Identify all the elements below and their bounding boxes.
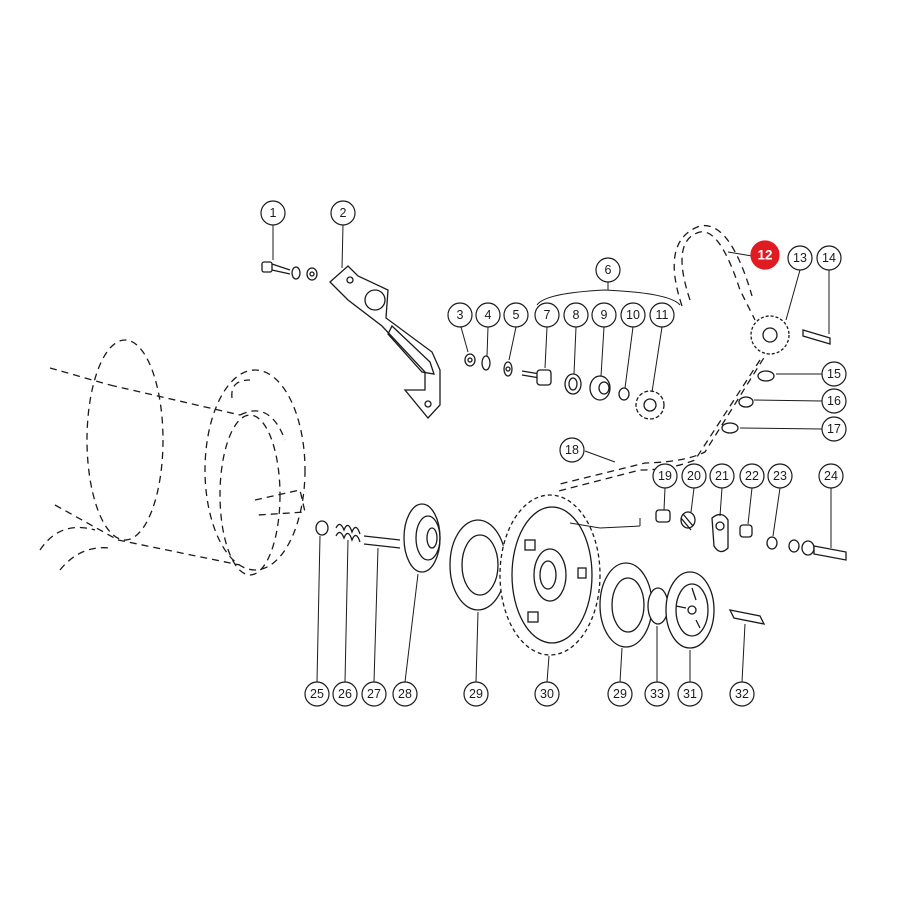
callout-17: 17 (821, 416, 847, 442)
svg-text:32: 32 (735, 687, 749, 701)
svg-text:20: 20 (687, 469, 701, 483)
svg-text:10: 10 (626, 308, 640, 322)
callout-1: 1 (260, 200, 286, 226)
part-friction-disc-29-right (599, 562, 653, 648)
part-sprocket-13 (750, 315, 790, 355)
svg-text:17: 17 (827, 422, 841, 436)
callout-3: 3 (447, 302, 473, 328)
callout-8: 8 (563, 302, 589, 328)
svg-text:29: 29 (613, 687, 627, 701)
callout-29-left: 29 (463, 681, 489, 707)
callout-21: 21 (709, 463, 735, 489)
shaft-housing-outline (39, 339, 306, 576)
svg-text:3: 3 (457, 308, 464, 322)
part-flange-28 (403, 503, 441, 573)
svg-text:31: 31 (683, 687, 697, 701)
leader-lines (272, 224, 832, 683)
svg-text:19: 19 (658, 469, 672, 483)
svg-text:2: 2 (340, 206, 347, 220)
callout-25: 25 (304, 681, 330, 707)
parts-pivot-19-24 (655, 509, 847, 561)
svg-text:23: 23 (773, 469, 787, 483)
svg-text:25: 25 (310, 687, 324, 701)
callout-10: 10 (620, 302, 646, 328)
svg-text:24: 24 (824, 469, 838, 483)
callout-33: 33 (644, 681, 670, 707)
callout-16: 16 (821, 388, 847, 414)
callout-7: 7 (534, 302, 560, 328)
callout-28: 28 (392, 681, 418, 707)
svg-text:15: 15 (827, 367, 841, 381)
svg-text:13: 13 (793, 251, 807, 265)
svg-text:33: 33 (650, 687, 664, 701)
svg-text:26: 26 (338, 687, 352, 701)
callout-12-highlighted: 12 (750, 240, 780, 270)
svg-text:12: 12 (757, 248, 772, 263)
svg-text:30: 30 (540, 687, 554, 701)
callout-26: 26 (332, 681, 358, 707)
callout-29-right: 29 (607, 681, 633, 707)
svg-text:1: 1 (270, 206, 277, 220)
callout-14: 14 (816, 245, 842, 271)
callout-23: 23 (767, 463, 793, 489)
part-bolt-1 (261, 261, 318, 281)
part-key-32 (728, 609, 766, 625)
part-key-14 (802, 329, 831, 345)
part-bracket-2 (329, 265, 441, 419)
svg-text:14: 14 (822, 251, 836, 265)
parts-nut-spring-stud-25-27 (315, 520, 401, 549)
svg-text:11: 11 (656, 308, 669, 322)
svg-text:4: 4 (485, 308, 492, 322)
parts-idler-7-11 (521, 369, 665, 420)
svg-text:16: 16 (827, 394, 841, 408)
callout-31: 31 (677, 681, 703, 707)
callout-6: 6 (595, 257, 621, 283)
callout-24: 24 (818, 463, 844, 489)
svg-text:5: 5 (513, 308, 520, 322)
svg-text:21: 21 (715, 469, 729, 483)
svg-text:9: 9 (601, 308, 608, 322)
callout-27: 27 (361, 681, 387, 707)
svg-text:29: 29 (469, 687, 483, 701)
svg-text:7: 7 (544, 308, 551, 322)
callout-9: 9 (591, 302, 617, 328)
callout-20: 20 (681, 463, 707, 489)
svg-text:8: 8 (573, 308, 580, 322)
callout-4: 4 (475, 302, 501, 328)
part-chain-12 (673, 224, 756, 321)
callout-18: 18 (559, 437, 585, 463)
part-sprocket-30 (499, 494, 641, 656)
part-spacer-33 (647, 587, 669, 625)
callout-15: 15 (821, 361, 847, 387)
parts-chain-links-15-17 (721, 370, 775, 434)
parts-nut-washers-3-5 (464, 353, 513, 377)
svg-text:18: 18 (565, 443, 579, 457)
callout-11: 11 (649, 302, 675, 328)
svg-text:6: 6 (605, 263, 612, 277)
svg-text:28: 28 (398, 687, 412, 701)
part-hub-31 (665, 571, 715, 649)
callout-30: 30 (534, 681, 560, 707)
callout-2: 2 (330, 200, 356, 226)
svg-text:27: 27 (367, 687, 381, 701)
svg-text:22: 22 (745, 469, 759, 483)
callout-32: 32 (729, 681, 755, 707)
callout-22: 22 (739, 463, 765, 489)
callout-5: 5 (503, 302, 529, 328)
callout-19: 19 (652, 463, 678, 489)
callout-13: 13 (787, 245, 813, 271)
part-friction-disc-29-left (449, 519, 507, 611)
